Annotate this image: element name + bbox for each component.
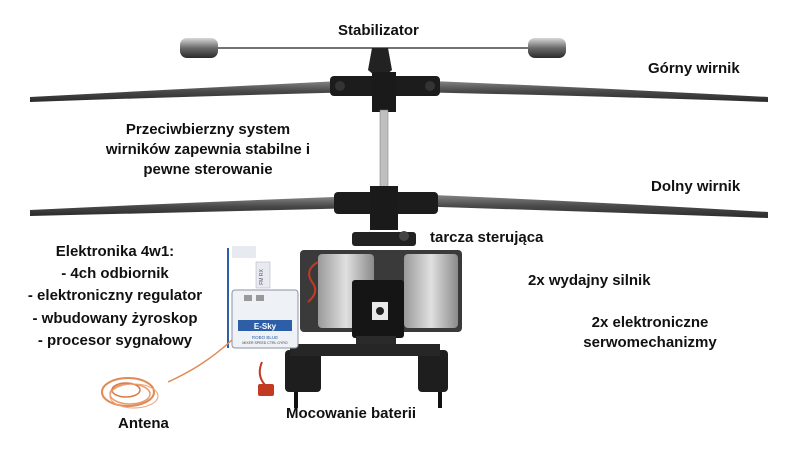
lower-blade-left (30, 196, 362, 216)
board-caption-1: MIXER SPEED CTRL GYRO (242, 341, 287, 345)
main-body (300, 250, 462, 348)
board-brand: E-Sky (254, 322, 277, 331)
label-electronics-item4: - procesor sygnałowy (37, 332, 193, 349)
lower-blade-right (408, 194, 768, 218)
label-coaxial-line2: wirników zapewnia stabilne i (105, 141, 311, 158)
stabilizer-weight-left (180, 38, 218, 58)
battery-plug (258, 361, 274, 396)
battery-mount (285, 344, 448, 408)
electronics-board: E-Sky ROBO BLUE MIXER SPEED CTRL GYRO FM… (227, 246, 299, 349)
label-electronics-item1: - 4ch odbiornik (61, 265, 169, 282)
label-servo-line2: serwomechanizmy (583, 334, 717, 351)
label-swashplate: tarcza sterująca (430, 229, 544, 246)
board-tag: FM RX (259, 269, 265, 285)
label-battery-mount: Mocowanie baterii (286, 405, 417, 422)
label-upper-rotor: Górny wirnik (648, 60, 740, 77)
label-lower-rotor: Dolny wirnik (651, 178, 741, 195)
upper-blade-right (406, 80, 768, 102)
label-electronics-title: Elektronika 4w1: (55, 243, 175, 260)
label-motor: 2x wydajny silnik (528, 272, 651, 289)
stabilizer-weight-right (528, 38, 566, 58)
motor-right (404, 254, 458, 328)
label-servo-line1: 2x elektroniczne (591, 314, 709, 331)
label-antenna: Antena (118, 415, 169, 432)
label-stabilizator: Stabilizator (338, 22, 419, 39)
label-electronics-item3: - wbudowany żyroskop (32, 310, 198, 327)
board-model: ROBO BLUE (252, 335, 278, 340)
swashplate (352, 231, 416, 246)
label-coaxial-line1: Przeciwbierzny system (125, 121, 291, 138)
upper-blade-left (30, 80, 362, 102)
lower-rotor (30, 186, 768, 230)
upper-rotor (30, 72, 768, 112)
label-coaxial-line3: pewne sterowanie (143, 161, 273, 178)
antenna-coil (101, 339, 233, 409)
label-electronics-item2: - elektroniczny regulator (27, 287, 203, 304)
